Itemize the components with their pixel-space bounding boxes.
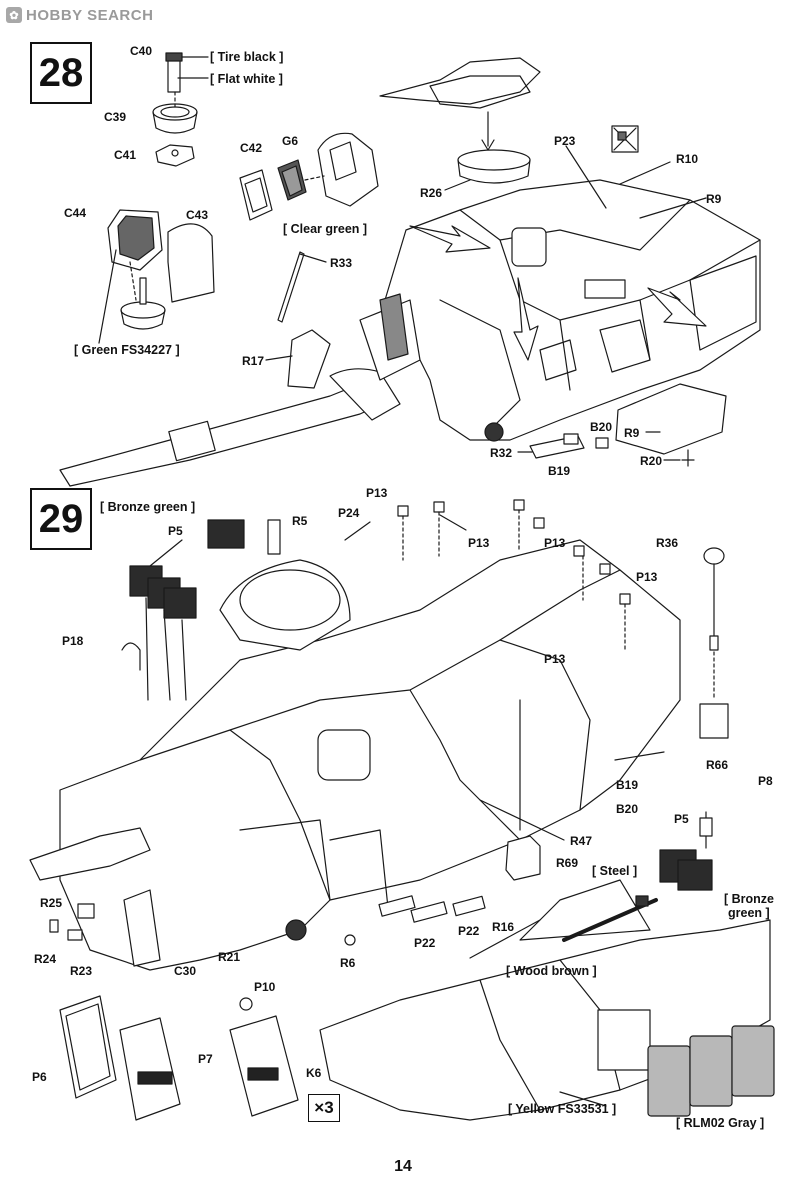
quantity-multiplier: ×3 — [308, 1094, 340, 1122]
part-label: R23 — [70, 964, 93, 978]
hull-step28-drawing — [60, 146, 760, 486]
paint-note-bronze-green: [ Bronze green ] — [100, 500, 196, 514]
paint-note-green-fs34227: [ Green FS34227 ] — [74, 343, 180, 357]
step-28-artwork — [60, 53, 760, 486]
part-label: R26 — [420, 186, 443, 200]
part-label: R9 — [706, 192, 722, 206]
part-label: P13 — [636, 570, 658, 584]
part-label: B19 — [548, 464, 571, 478]
part-label: P13 — [544, 536, 566, 550]
part-c40-drawing — [166, 53, 208, 92]
part-label: R6 — [340, 956, 356, 970]
paint-note-rlm02-gray: [ RLM02 Gray ] — [676, 1116, 765, 1130]
part-label: P13 — [544, 652, 566, 666]
step-29-number: 29 — [30, 488, 92, 550]
watermark-text: HOBBY SEARCH — [26, 6, 154, 24]
part-label: B20 — [616, 802, 639, 816]
part-label: B20 — [590, 420, 613, 434]
part-label: C30 — [174, 964, 197, 978]
part-label: P5 — [674, 812, 689, 826]
p13-parts-drawing — [398, 500, 630, 650]
part-label: R24 — [34, 952, 57, 966]
paint-note-flat-white: [ Flat white ] — [210, 72, 283, 86]
part-label: B19 — [616, 778, 639, 792]
paint-note-bronze-green-right: [ Bronze — [724, 892, 774, 906]
paint-note-bronze-green-right-2: green ] — [728, 906, 770, 920]
part-label: R32 — [490, 446, 513, 460]
part-label: P5 — [168, 524, 183, 538]
part-label: C41 — [114, 148, 137, 162]
part-label: R20 — [640, 454, 663, 468]
paint-note-steel: [ Steel ] — [592, 864, 638, 878]
step-29-artwork — [30, 500, 774, 1120]
part-label: C40 — [130, 44, 153, 58]
p5-boxes-drawing — [130, 520, 244, 700]
part-label: P6 — [32, 1070, 47, 1084]
part-c41-drawing — [156, 145, 194, 166]
part-label: P23 — [554, 134, 576, 148]
part-c42-g6-drawing — [240, 133, 378, 220]
hobby-search-logo-icon: ✿ — [6, 7, 22, 23]
rlm02-jerry-cans-drawing — [648, 1026, 774, 1116]
paint-note-yellow-fs33531: [ Yellow FS33531 ] — [508, 1102, 617, 1116]
part-label: R33 — [330, 256, 353, 270]
part-c39-drawing — [153, 92, 197, 133]
part-label: R47 — [570, 834, 593, 848]
part-label: P24 — [338, 506, 360, 520]
part-label: R17 — [242, 354, 265, 368]
part-label: R69 — [556, 856, 579, 870]
part-label: P7 — [198, 1052, 213, 1066]
part-label: R16 — [492, 920, 515, 934]
side-fittings-drawing — [50, 890, 355, 966]
jerry-can-rack-drawing — [60, 996, 180, 1120]
part-label: K6 — [306, 1066, 322, 1080]
hobby-search-watermark: ✿ HOBBY SEARCH — [6, 6, 153, 24]
part-label: R10 — [676, 152, 699, 166]
paint-note-clear-green: [ Clear green ] — [283, 222, 368, 236]
part-label: P13 — [366, 486, 388, 500]
part-label: R36 — [656, 536, 679, 550]
part-label: R25 — [40, 896, 63, 910]
part-label: R9 — [624, 426, 640, 440]
part-label: P13 — [468, 536, 490, 550]
part-label: P10 — [254, 980, 276, 994]
cupola-drawing — [380, 58, 540, 183]
part-label: C43 — [186, 208, 209, 222]
part-label: R21 — [218, 950, 241, 964]
part-label: P22 — [458, 924, 480, 938]
part-label: P8 — [758, 774, 773, 788]
part-label: P22 — [414, 936, 436, 950]
page-number: 14 — [394, 1158, 412, 1175]
part-label: C44 — [64, 206, 87, 220]
r36-antenna-drawing — [700, 548, 728, 738]
p5-right-boxes-drawing — [660, 812, 712, 890]
part-c44-c43-drawing — [99, 210, 214, 343]
step-28-number: 28 — [30, 42, 92, 104]
part-label: R66 — [706, 758, 729, 772]
part-label: C39 — [104, 110, 127, 124]
part-label: R5 — [292, 514, 308, 528]
part-label: C42 — [240, 141, 263, 155]
paint-note-wood-brown: [ Wood brown ] — [506, 964, 597, 978]
part-label: P18 — [62, 634, 84, 648]
paint-note-tire-black: [ Tire black ] — [210, 50, 284, 64]
jerry-can-k6-drawing — [230, 998, 298, 1116]
part-label: G6 — [282, 134, 299, 148]
do-not-glue-icon — [612, 126, 638, 152]
